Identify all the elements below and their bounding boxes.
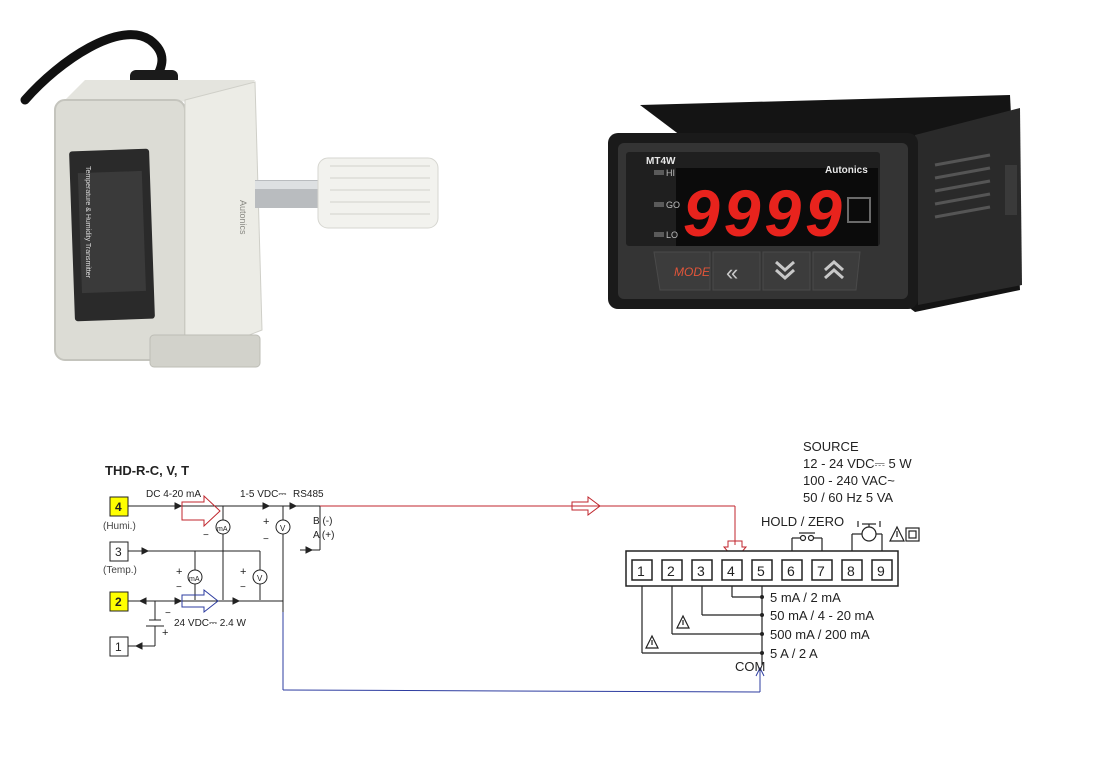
range-5ma: 5 mA / 2 mA — [770, 590, 841, 605]
terminal-3-note: (Temp.) — [103, 565, 137, 576]
indicator-lo: LO — [666, 230, 678, 240]
transmitter-brand: Autonics — [238, 200, 248, 235]
meter-model: MT4W — [646, 156, 676, 167]
range-500ma: 500 mA / 200 mA — [770, 627, 870, 642]
meter-terminal-5: 5 — [757, 563, 765, 579]
indicator-go: GO — [666, 200, 680, 210]
panel-meter-photo: MT4W Autonics HI GO LO 9999 MODE « — [608, 95, 1022, 312]
terminal-3-num: 3 — [115, 545, 122, 559]
meter-buttons: MODE « — [653, 251, 861, 291]
transmitter-label-title: Temperature & Humidity Transmitter — [84, 166, 91, 279]
meter-brand: Autonics — [825, 165, 868, 176]
svg-text:V: V — [280, 524, 286, 533]
double-insulation-icon — [905, 527, 920, 542]
svg-text:−: − — [240, 582, 246, 593]
hold-zero-switch — [791, 532, 823, 551]
meter-terminal-2: 2 — [667, 563, 675, 579]
up-button[interactable] — [824, 259, 844, 280]
label-dc-4-20ma: DC 4-20 mA — [146, 489, 201, 500]
com-label: COM — [735, 659, 765, 674]
svg-text:V: V — [257, 574, 263, 583]
svg-text:+: + — [162, 627, 168, 639]
label-24vdc: 24 VDC⎓ 2.4 W — [174, 618, 246, 629]
terminal-2-num: 2 — [115, 595, 122, 609]
range-5a: 5 A / 2 A — [770, 646, 818, 661]
warning-icon — [645, 634, 659, 649]
annotation-arrows-left — [181, 494, 221, 614]
meter-terminal-8: 8 — [847, 563, 855, 579]
source-line-1: 12 - 24 VDC⎓ 5 W — [803, 456, 912, 471]
terminal-4-num: 4 — [115, 500, 122, 514]
down-button[interactable] — [775, 260, 795, 281]
svg-text:−: − — [203, 530, 209, 541]
indicator-hi: HI — [666, 168, 675, 178]
meter-terminal-7: 7 — [817, 563, 825, 579]
svg-text:+: + — [176, 566, 182, 578]
left-button[interactable]: « — [726, 260, 738, 285]
label-1-5vdc: 1-5 VDC⎓ — [240, 489, 286, 500]
meter-display-value: 9999 — [683, 176, 846, 250]
label-b-minus: B (-) — [313, 516, 332, 527]
svg-text:mA: mA — [189, 576, 200, 583]
blue-signal-wire — [282, 612, 765, 693]
label-a-plus: A (+) — [313, 530, 334, 541]
terminal-4-note: (Humi.) — [103, 521, 136, 532]
source-line-3: 50 / 60 Hz 5 VA — [803, 490, 893, 505]
label-rs485: RS485 — [293, 489, 324, 500]
mode-button[interactable]: MODE — [674, 265, 711, 279]
meter-terminal-1: 1 — [637, 563, 645, 579]
meter-terminal-6: 6 — [787, 563, 795, 579]
source-line-2: 100 - 240 VAC~ — [803, 473, 895, 488]
svg-text:+: + — [240, 566, 246, 578]
warning-icon — [889, 525, 905, 542]
input-range-wiring — [641, 586, 763, 665]
hold-zero-label: HOLD / ZERO — [761, 514, 844, 529]
svg-text:−: − — [263, 534, 269, 545]
meter-terminal-9: 9 — [877, 563, 885, 579]
left-wiring-diagram: THD-R-C, V, T 4 (Humi.) 3 (Temp.) 2 1 DC… — [103, 463, 334, 690]
power-source-symbol — [851, 521, 883, 551]
svg-text:−: − — [176, 582, 182, 593]
warning-icon — [676, 614, 690, 629]
meter-terminal-4: 4 — [727, 563, 735, 579]
meter-terminal-3: 3 — [697, 563, 705, 579]
source-title: SOURCE — [803, 439, 859, 454]
svg-text:mA: mA — [217, 526, 228, 533]
range-50ma: 50 mA / 4 - 20 mA — [770, 608, 874, 623]
left-diagram-title: THD-R-C, V, T — [105, 463, 189, 478]
right-wiring-diagram: SOURCE 12 - 24 VDC⎓ 5 W 100 - 240 VAC~ 5… — [625, 439, 920, 674]
svg-text:+: + — [263, 516, 269, 528]
terminal-1-num: 1 — [115, 640, 122, 654]
meter-terminals — [631, 559, 893, 581]
svg-text:−: − — [165, 608, 171, 619]
transmitter-photo: Temperature & Humidity Transmitter Auton… — [20, 30, 439, 368]
